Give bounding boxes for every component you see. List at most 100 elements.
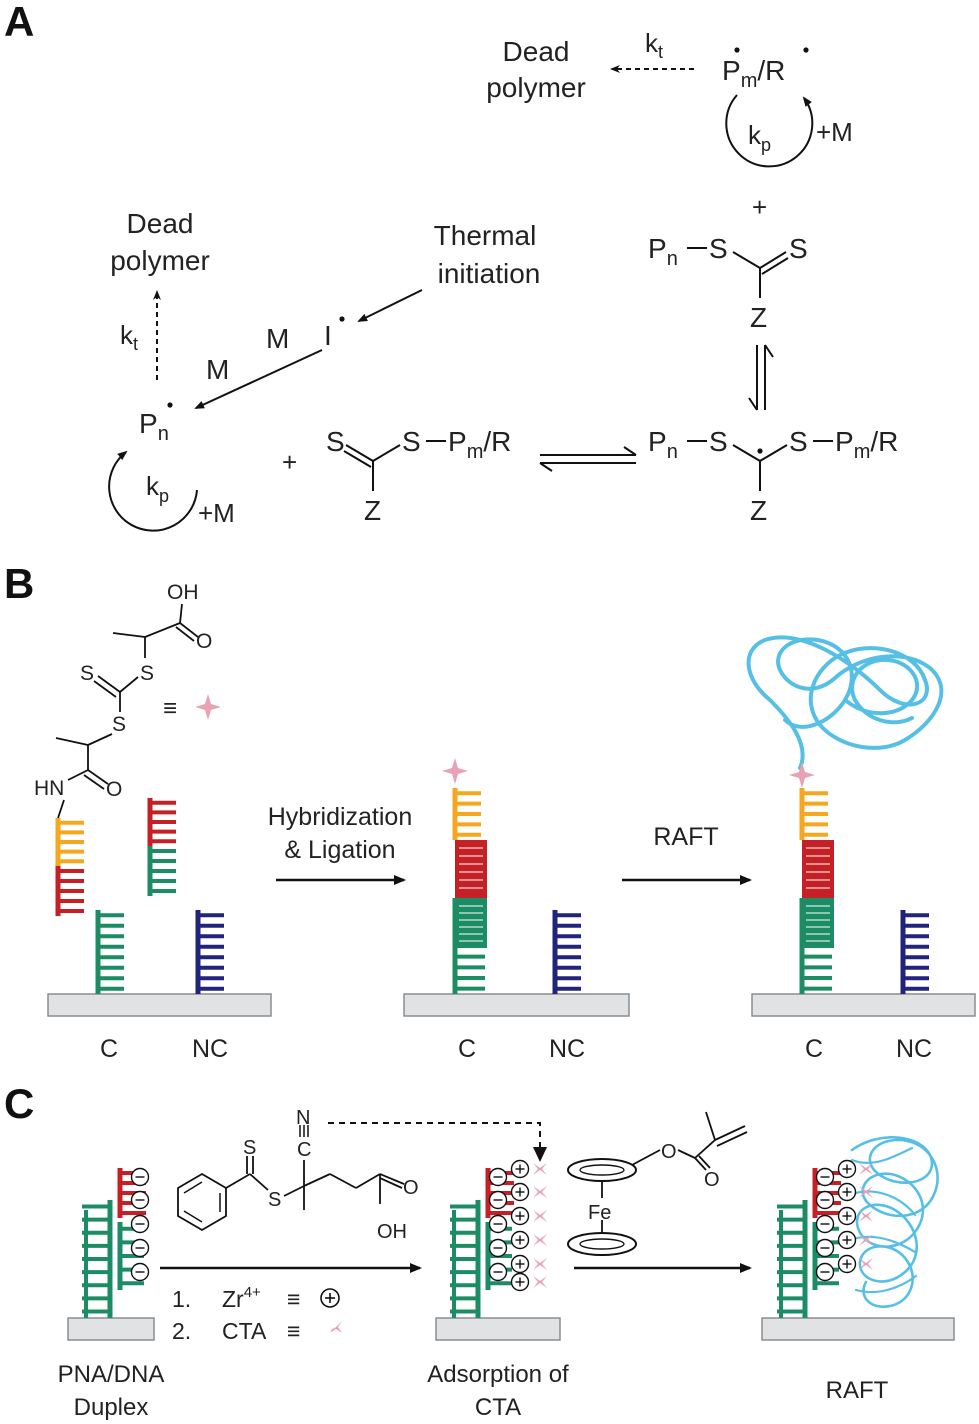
sulfur: S	[709, 233, 728, 264]
dead-polymer-top-line2: polymer	[486, 72, 586, 103]
panel-c-label: C	[4, 1080, 34, 1127]
sulfur: S	[80, 662, 94, 685]
hybrid-red-block	[802, 840, 834, 898]
cta-pointer	[328, 1122, 541, 1155]
thermal-initiation-line2: initiation	[438, 258, 541, 289]
cta-cross-icon	[859, 1210, 873, 1222]
radical-dot	[167, 402, 173, 408]
nc-label-2: NC	[549, 1035, 585, 1063]
kp-left: kp	[146, 471, 169, 506]
carbonyl-oxygen: O	[196, 630, 212, 653]
c-label-1: C	[100, 1035, 118, 1063]
monomer-1: M	[266, 323, 289, 354]
plus-bottom: +	[282, 447, 297, 477]
cyclopentadienyl-bottom	[567, 1232, 637, 1256]
plus-top: +	[752, 192, 767, 222]
addition-arrow	[194, 349, 323, 409]
dead-polymer-left-line1: Dead	[127, 208, 194, 239]
initiator-radical: I	[324, 320, 332, 351]
radical-dot	[803, 47, 809, 53]
panel-b-label: B	[4, 560, 34, 607]
adsorption-label-line2: CTA	[475, 1394, 521, 1421]
monomer-2: M	[206, 354, 229, 385]
gold-surface-c1	[67, 1317, 155, 1341]
bond	[345, 444, 374, 462]
dna-strands	[55, 758, 929, 1318]
cta-cross-icon	[533, 1163, 547, 1175]
nc-label-1: NC	[192, 1035, 228, 1063]
thermal-initiation-line1: Thermal	[434, 220, 537, 251]
sulfur: S	[140, 662, 154, 685]
step2: 2.CTA≡	[172, 1318, 300, 1344]
nc-label-3: NC	[896, 1035, 932, 1063]
cta-star-icon	[789, 762, 815, 788]
cta-cross-icon	[859, 1234, 873, 1246]
propagation-cycle-top	[725, 94, 814, 168]
plus-m-left: +M	[198, 498, 235, 528]
surface-ions	[130, 1159, 873, 1292]
sulfur: S	[789, 233, 808, 264]
z-group: Z	[750, 302, 767, 333]
bond	[732, 251, 761, 269]
step1: 1.Zr4+≡	[172, 1284, 300, 1312]
zr-plus-icon	[320, 1288, 340, 1308]
hydroxyl: OH	[167, 581, 199, 604]
duplex-label-line2: Duplex	[74, 1394, 149, 1421]
pn-radical: Pn	[139, 408, 169, 445]
dead-polymer-left-line2: polymer	[110, 245, 210, 276]
cyclopentadienyl-top	[567, 1158, 637, 1182]
cta-star-icon	[195, 694, 221, 720]
hybrid-red-block	[455, 840, 487, 898]
sulfur: S	[402, 426, 421, 457]
gold-surface-c3	[761, 1317, 955, 1341]
c-label-2: C	[458, 1035, 476, 1063]
ester-oxygen: O	[661, 1141, 677, 1163]
c-label-3: C	[805, 1035, 823, 1063]
plus-m-top: +M	[816, 117, 853, 147]
equivalence-sign: ≡	[163, 695, 177, 722]
radical-dot	[734, 47, 740, 53]
cta-cross-icon	[330, 1321, 342, 1333]
polymer-brush-b-loop	[843, 657, 919, 725]
panel-c: C S S C N O OH 1.Zr4+≡	[4, 1080, 955, 1421]
cta-cross-icon	[859, 1163, 873, 1175]
hybridization-label-line1: Hybridization	[268, 803, 413, 831]
carbonyl-oxygen: O	[403, 1177, 419, 1199]
gold-surface-2	[403, 993, 630, 1017]
bond	[759, 444, 788, 462]
hydroxyl: OH	[377, 1221, 407, 1243]
cta-cross-icon	[533, 1186, 547, 1198]
sulfur: S	[709, 426, 728, 457]
pn-raft-agent: Pn	[648, 233, 678, 270]
benzene-ring	[177, 1172, 227, 1232]
hybridization-label-line2: & Ligation	[284, 836, 395, 864]
raft-label-c: RAFT	[826, 1377, 889, 1404]
panel-a-label: A	[4, 0, 34, 45]
pm-r-label: Pm/R	[835, 426, 898, 463]
gold-surface-1	[47, 993, 272, 1017]
radical-dot	[339, 316, 345, 322]
polymer-brush-c-strands	[846, 1146, 918, 1294]
carbonyl-oxygen: O	[704, 1169, 720, 1191]
dead-polymer-top-line1: Dead	[503, 36, 570, 67]
sulfur: S	[789, 426, 808, 457]
pm-r-label: Pm/R	[448, 426, 511, 463]
polymer-brush-c	[850, 1136, 939, 1308]
z-group: Z	[364, 495, 381, 526]
initiation-arrow	[357, 289, 423, 322]
raft-label-b: RAFT	[653, 823, 718, 851]
cta-cross-icon	[859, 1186, 873, 1198]
bond	[732, 444, 761, 462]
amide-oxygen: O	[106, 778, 122, 801]
sulfur: S	[243, 1137, 256, 1159]
amide-nh: HN	[34, 777, 64, 800]
kt-top: kt	[645, 28, 663, 62]
cta-cross-icon	[533, 1276, 547, 1288]
cta-cross-icon	[533, 1258, 547, 1270]
kt-left: kt	[120, 320, 138, 354]
duplex-label-line1: PNA/DNA	[58, 1361, 165, 1388]
bond	[759, 251, 787, 269]
adsorption-label-line1: Adsorption of	[427, 1361, 569, 1388]
